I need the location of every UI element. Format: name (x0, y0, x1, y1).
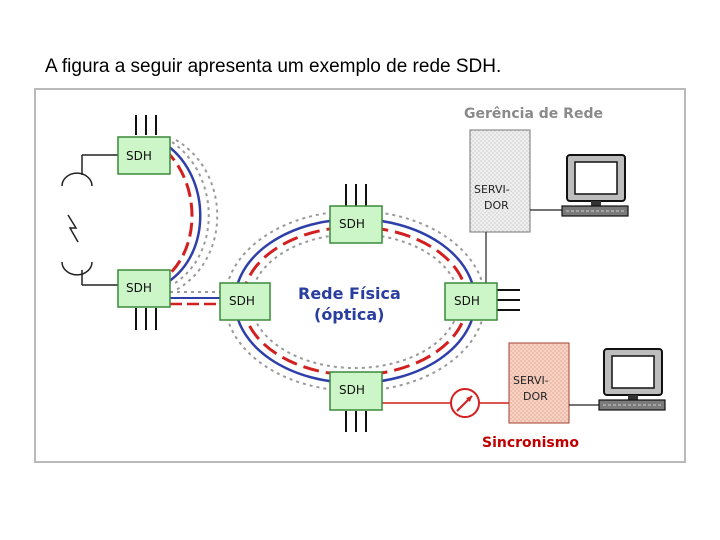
sync-server-label-line1: SERVI- (513, 374, 549, 387)
computer-icon[interactable] (598, 348, 666, 411)
sdh-label: SDH (126, 281, 152, 295)
computer-icon[interactable] (561, 154, 629, 217)
sdh-node-ring-left[interactable]: SDH (219, 282, 271, 321)
left-connector (170, 291, 220, 306)
sdh-node-ring-right[interactable]: SDH (444, 282, 498, 321)
ring-label-line2: (óptica) (314, 305, 384, 324)
tributary-lines (135, 115, 520, 432)
sdh-label: SDH (454, 294, 480, 308)
sdh-label: SDH (339, 217, 365, 231)
sdh-label: SDH (229, 294, 255, 308)
network-management-title: Gerência de Rede (464, 106, 603, 122)
sdh-label: SDH (126, 149, 152, 163)
caption: A figura a seguir apresenta um exemplo d… (45, 56, 502, 77)
sync-server-label-line2: DOR (523, 390, 548, 403)
sdh-node-bottom-left[interactable]: SDH (117, 269, 171, 308)
antenna-icon (61, 154, 118, 286)
sync-title: Sincronismo (482, 435, 579, 451)
management-server[interactable]: SERVI- DOR (469, 129, 531, 233)
sdh-node-top-left[interactable]: SDH (117, 136, 171, 175)
ring-label-line1: Rede Física (298, 284, 401, 303)
sdh-node-ring-bottom[interactable]: SDH (329, 371, 383, 411)
server-label-line1: SERVI- (474, 183, 510, 196)
server-label-line2: DOR (484, 199, 509, 212)
clock-icon (450, 388, 480, 418)
sdh-label: SDH (339, 383, 365, 397)
left-link-arc (163, 139, 219, 291)
sdh-node-ring-top[interactable]: SDH (329, 205, 383, 244)
sync-server[interactable]: SERVI- DOR (508, 342, 570, 424)
